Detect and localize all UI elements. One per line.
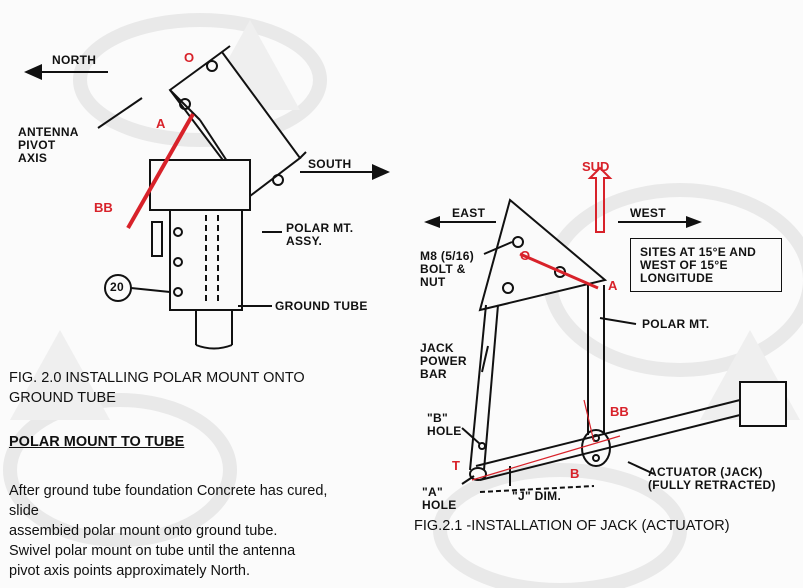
- figure-2-0-caption: FIG. 2.0 INSTALLING POLAR MOUNT ONTO GRO…: [9, 370, 305, 406]
- jack-power-bar-label: JACK POWER BAR: [420, 341, 467, 381]
- j-dim-label: "J" DIM.: [512, 489, 562, 503]
- north-label: NORTH: [52, 53, 97, 67]
- marker-t-right: T: [452, 458, 460, 473]
- figure-2-1-caption: FIG.2.1 -INSTALLATION OF JACK (ACTUATOR): [414, 518, 730, 534]
- part-number-label: 20: [110, 280, 124, 294]
- marker-o-right: O: [520, 248, 531, 263]
- polar-mount-assy-label: POLAR MT. ASSY.: [286, 221, 354, 248]
- ground-tube-label: GROUND TUBE: [275, 299, 368, 313]
- t-to-b-red-line: [471, 435, 621, 481]
- b-hole-label: "B" HOLE: [427, 411, 462, 438]
- marker-b-right: B: [570, 466, 580, 481]
- actuator-label: ACTUATOR (JACK) (FULLY RETRACTED): [648, 465, 776, 492]
- bolt-and-nut-label: M8 (5/16) BOLT & NUT: [420, 249, 475, 289]
- bb-red-line: [583, 399, 595, 443]
- pivot-axis-red-line: [126, 113, 195, 229]
- sites-info-box: [630, 238, 782, 292]
- sud-label: SUD: [582, 159, 610, 174]
- marker-a-right: A: [608, 278, 618, 293]
- sites-longitude-label: SITES AT 15°E AND WEST OF 15°E LONGITUDE: [640, 245, 757, 285]
- marker-bb-left: BB: [94, 200, 113, 215]
- o-to-a-red-line: [519, 252, 599, 290]
- marker-a-left: A: [156, 116, 166, 131]
- west-label: WEST: [630, 206, 666, 220]
- antenna-pivot-axis-label: ANTENNA PIVOT AXIS: [18, 125, 79, 165]
- polar-mt-label: POLAR MT.: [642, 317, 710, 331]
- jack-installation-diagram: [424, 166, 787, 493]
- section-heading: POLAR MOUNT TO TUBE: [9, 434, 185, 450]
- marker-bb-right: BB: [610, 404, 629, 419]
- east-label: EAST: [452, 206, 486, 220]
- a-hole-label: "A" HOLE: [422, 485, 457, 512]
- polar-mount-diagram: [24, 45, 390, 350]
- section-body-text: After ground tube foundation Concrete ha…: [9, 483, 328, 579]
- marker-o-left: O: [184, 50, 195, 65]
- south-label: SOUTH: [308, 157, 352, 171]
